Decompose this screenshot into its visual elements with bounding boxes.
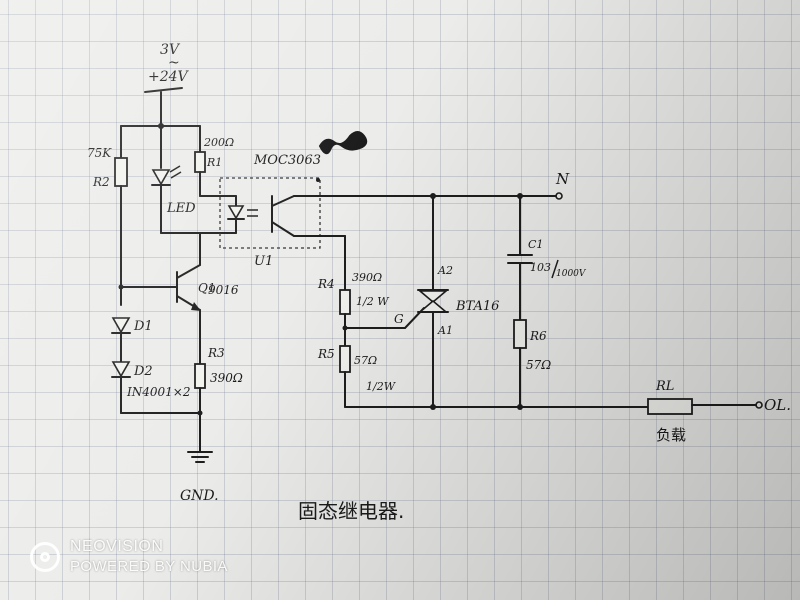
supply-terminal-bar: [144, 87, 183, 93]
ground-label: GND.: [180, 488, 219, 504]
r6-ref: R6: [529, 329, 547, 343]
triac-a1: A1: [437, 324, 453, 337]
r4-power: 1/2 W: [356, 295, 390, 308]
r3-ref: R3: [207, 346, 225, 360]
triac-part: BTA16: [455, 299, 499, 314]
nubia-logo-icon: [30, 542, 60, 572]
r1-ref: R1: [206, 156, 222, 169]
r3-resistor: [194, 363, 206, 389]
r6-resistor: [513, 319, 527, 349]
c1-rating: 1000V: [556, 269, 587, 279]
d1-diode-symbol: [111, 317, 131, 334]
watermark-line-2: POWERED BY NUBIA: [70, 558, 228, 575]
r6-value: 57Ω: [526, 358, 551, 372]
crossed-out-scribble: [318, 131, 368, 155]
optocoupler-outline: [219, 177, 321, 249]
q1-ref: Q1: [198, 281, 215, 295]
d2-diode-symbol: [111, 361, 131, 378]
diodes-part: IN4001×2: [126, 385, 190, 399]
triac-lower-symbol: [417, 299, 449, 313]
c1-value: 103: [530, 261, 551, 274]
r2-value: 75K: [87, 146, 112, 160]
load-terminal-label: OL.: [764, 396, 791, 414]
neutral-label: N: [555, 170, 570, 188]
terminal-n: [555, 192, 563, 200]
d2-ref: D2: [133, 364, 153, 379]
triac-upper-symbol: [417, 290, 449, 304]
d1-ref: D1: [133, 319, 153, 334]
r1-value: 200Ω: [203, 136, 234, 149]
led-light-arrow-2: [170, 171, 182, 179]
led-label: LED: [166, 201, 196, 216]
r3-value: 390Ω: [210, 371, 243, 385]
r4-resistor: [339, 289, 351, 315]
c1-slash: [551, 259, 559, 279]
diagram-title: 固态继电器.: [298, 499, 404, 523]
r2-ref: R2: [92, 175, 110, 189]
opto-part: MOC3063: [253, 153, 321, 168]
r5-power: 1/2W: [366, 380, 397, 393]
supply-label-24v: +24V: [148, 69, 190, 85]
r2-resistor: [114, 157, 128, 187]
terminal-l: [755, 401, 763, 409]
rl-ref: RL: [655, 379, 674, 394]
r1-resistor: [194, 151, 206, 173]
junction-base: [118, 284, 124, 290]
rl-load-resistor: [647, 398, 693, 415]
junction-load-snubber: [517, 404, 523, 410]
opto-triac-upper: [271, 195, 295, 207]
supply-label-tilde: ~: [168, 55, 180, 71]
r5-ref: R5: [317, 347, 335, 361]
q1-part: 9016: [208, 283, 239, 297]
watermark-text: NEOVISION POWERED BY NUBIA: [70, 537, 228, 577]
led-diode-symbol: [151, 169, 171, 186]
led-light-arrow-1: [169, 165, 181, 173]
junction-load-triac: [430, 404, 436, 410]
triac-gate: G: [394, 312, 404, 326]
q1-collector-leg: [176, 264, 201, 279]
r4-ref: R4: [317, 277, 335, 291]
camera-watermark: NEOVISION POWERED BY NUBIA: [30, 537, 228, 577]
opto-ref: U1: [254, 254, 273, 269]
opto-triac-lower: [271, 221, 295, 237]
c1-ref: C1: [528, 238, 543, 251]
r4-value: 390Ω: [352, 271, 382, 284]
supply-label-3v: 3V: [160, 42, 181, 58]
watermark-line-1: NEOVISION: [70, 538, 164, 555]
opto-led-symbol: [227, 205, 245, 220]
r5-resistor: [339, 345, 351, 373]
opto-pin-dot: [316, 178, 320, 182]
q1-emitter-arrow: [191, 302, 201, 311]
triac-a2: A2: [437, 264, 453, 277]
r5-value: 57Ω: [354, 354, 377, 367]
rl-caption: 负载: [656, 426, 686, 444]
